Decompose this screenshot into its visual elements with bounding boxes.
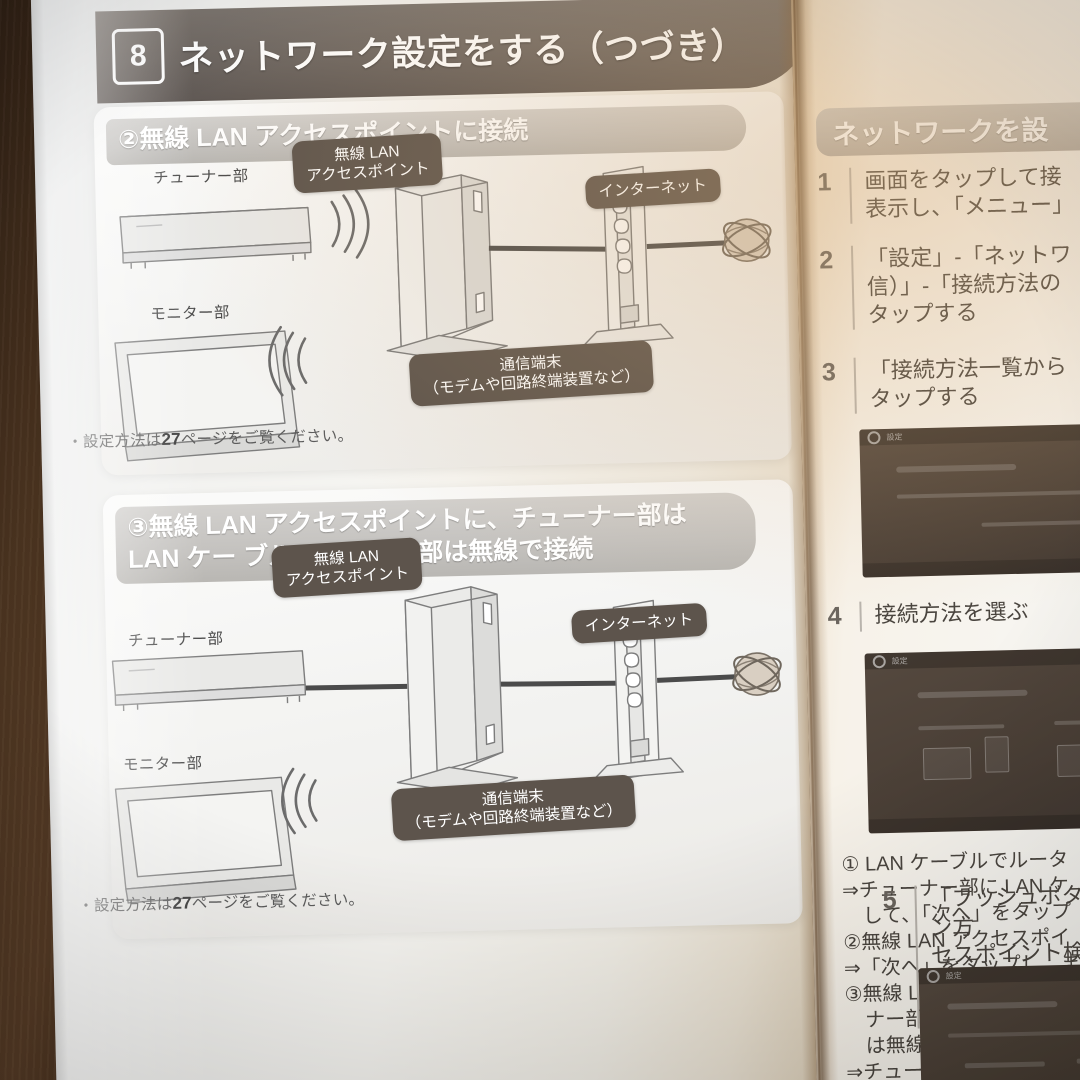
internet-cable	[646, 240, 731, 250]
step-4: 4 接続方法を選ぶ	[821, 594, 1080, 632]
left-page: 8 ネットワーク設定をする（つづき） ②無線 LAN アクセスポイントに接続	[30, 0, 818, 1080]
section-card-2: ②無線 LAN アクセスポイントに接続	[93, 91, 792, 476]
tuner-drawing	[119, 206, 312, 269]
label-monitor-2: モニター部	[150, 304, 231, 324]
screenshot-1-caption-line	[896, 463, 1017, 473]
wifi-arcs-monitor-3	[281, 767, 318, 835]
screenshot-2-titlebar: 設定	[864, 646, 1080, 670]
label-tuner-2: チューナー部	[152, 167, 249, 188]
access-point-drawing-3	[396, 586, 519, 794]
note-3-prefix: ・設定方法は	[78, 895, 173, 916]
step-2: 2 「設定」-「ネットワ 信）」-「接続方法の タップする	[813, 238, 1080, 331]
internet-cable-3	[656, 673, 742, 683]
note-2-prefix: ・設定方法は	[67, 432, 162, 452]
screenshot-3: 設定	[918, 963, 1080, 1080]
gear-icon	[872, 654, 886, 668]
screenshot-1-footer	[862, 556, 1080, 578]
open-instruction-manual: 8 ネットワーク設定をする（つづき） ②無線 LAN アクセスポイントに接続	[30, 0, 1080, 1080]
diagram-3-svg	[111, 586, 782, 904]
note-2-page: 27	[161, 429, 182, 450]
internet-globe-icon-3	[732, 652, 782, 696]
screenshot-2-router-a	[984, 736, 1010, 773]
chapter-number-badge: 8	[111, 27, 165, 86]
diagram-section-3: チューナー部 モニター部 無線 LAN アクセスポイント インターネット 通信端…	[103, 479, 803, 939]
access-point-drawing	[386, 174, 508, 362]
step-4-text: 接続方法を選ぶ	[859, 594, 1080, 632]
diagram-2-svg	[114, 165, 772, 462]
step-1-text: 画面をタップして接 表示し、「メニュー」	[849, 160, 1080, 225]
badge-access-point-3: 無線 LAN アクセスポイント	[270, 537, 424, 599]
lan-cable-ap-modem-3	[499, 680, 628, 687]
note-2-suffix: ページをご覧ください。	[180, 427, 354, 449]
step-3-text: 「接続方法一覧から タップする	[853, 350, 1080, 415]
screenshot-1: 設定	[859, 422, 1080, 578]
screenshot-2-device-a	[922, 747, 972, 781]
screenshot-2-opt2-label	[1054, 719, 1080, 726]
internet-globe-icon	[722, 218, 772, 262]
modem-drawing	[582, 165, 674, 347]
screenshot-2-caption-line	[917, 689, 1028, 699]
screenshot-3-title: 設定	[945, 970, 962, 981]
screenshot-1-title: 設定	[886, 432, 903, 442]
note-3-suffix: ページをご覧ください。	[191, 891, 365, 913]
chapter-title: ネットワーク設定をする（つづき）	[177, 25, 747, 79]
lan-cable-ap-modem	[488, 245, 617, 252]
screenshot-2-footer	[868, 812, 1080, 834]
gear-icon	[867, 430, 881, 444]
step-3: 3 「接続方法一覧から タップする	[816, 350, 1080, 415]
wifi-arcs-monitor	[268, 325, 308, 397]
screenshot-1-option-line	[981, 520, 1080, 527]
step-5-number-visible: 5	[882, 886, 897, 915]
screenshot-1-body-line	[896, 490, 1080, 499]
monitor-drawing-3	[114, 776, 297, 904]
badge-access-point-2: 無線 LAN アクセスポイント	[291, 132, 444, 195]
screenshot-2-opt1-label	[918, 724, 1005, 731]
diagram-section-2: チューナー部 モニター部 無線 LAN アクセスポイント インターネット 通信端…	[93, 91, 791, 475]
gear-icon	[926, 969, 940, 983]
screenshot-3-opt1	[964, 1061, 1045, 1069]
screenshot-2: 設定	[864, 646, 1080, 834]
screenshot-3-caption-line	[947, 1001, 1058, 1010]
label-tuner-3: チューナー部	[127, 630, 224, 650]
section-card-3: ③無線 LAN アクセスポイントに、チューナー部は LAN ケー ブル、モニター…	[102, 479, 803, 940]
left-page-content: 8 ネットワーク設定をする（つづき） ②無線 LAN アクセスポイントに接続	[31, 0, 818, 1080]
step-2-text: 「設定」-「ネットワ 信）」-「接続方法の タップする	[850, 238, 1080, 331]
label-monitor-3: モニター部	[122, 755, 203, 775]
chapter-header: 8 ネットワーク設定をする（つづき）	[95, 0, 814, 104]
screenshot-1-titlebar: 設定	[859, 422, 1080, 446]
step-1: 1 画面をタップして接 表示し、「メニュー」	[811, 160, 1080, 225]
tuner-drawing-3	[111, 650, 307, 712]
screenshot-3-body-line	[948, 1030, 1080, 1038]
screenshot-2-device-b	[1056, 743, 1080, 778]
right-page-heading-text: ネットワークを設	[831, 114, 1049, 150]
wifi-arcs-tuner	[330, 188, 370, 259]
screenshot-2-title: 設定	[891, 656, 908, 666]
note-3-page: 27	[172, 893, 192, 913]
right-page-heading: ネットワークを設	[815, 100, 1080, 157]
